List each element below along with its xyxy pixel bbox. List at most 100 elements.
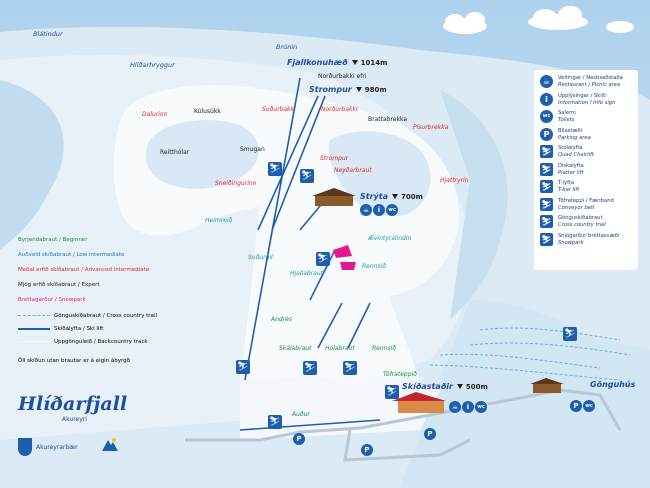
peak-strompur: Strompur 980m	[309, 86, 387, 94]
summit-triangle-icon	[456, 384, 463, 389]
restaurant-icon[interactable]: ☕	[360, 204, 372, 216]
legend-item-label-en: Cross country trail	[558, 222, 606, 228]
legend-item-label-en: Snowpark	[558, 239, 584, 246]
trail-brattabrekka: Brattabrekka	[368, 116, 407, 123]
info-icon: i	[540, 92, 553, 106]
trail-andres: Andrés	[271, 316, 292, 323]
gonguhus-label: Gönguhús	[590, 380, 636, 389]
peak-fjallkonuhaed: Fjallkonuhæð 1014m	[287, 59, 387, 67]
chairlift-icon[interactable]: ⛷	[268, 162, 282, 176]
legend-item-label: Gönguskíðabraut	[558, 215, 603, 221]
trail-sneidingurinn: Sneiðingurinn	[215, 180, 257, 187]
platter-lift-icon[interactable]: ⛷	[300, 169, 314, 183]
peak-name: Strompur	[309, 85, 352, 94]
legend-item-label-en: Toilets	[558, 117, 575, 123]
parking-icon[interactable]: P	[424, 428, 436, 440]
conveyor-icon: ⛷	[540, 197, 553, 211]
legend-text: Gönguskíðabraut / Cross country trail	[54, 313, 157, 319]
peak-name: Skíðastaðir	[402, 382, 453, 391]
trail-sudurbakki: Suðurbakki	[262, 106, 296, 113]
parking-icon[interactable]: P	[361, 444, 373, 456]
legend-item-label: Diskalyfta	[558, 162, 584, 169]
legend-item-label: Bílastæði	[558, 127, 583, 134]
snowpark-icon: ⛷	[540, 232, 553, 246]
wc-icon[interactable]: wc	[475, 401, 487, 413]
legend-beginner: Byrjendabraut / Beginner	[18, 237, 88, 243]
legend-advanced-intermediate: Meðal erfið skíðabraut / Advanced interm…	[18, 267, 150, 273]
tbar-lift-icon[interactable]: ⛷	[316, 252, 330, 266]
trail-aevintyralindin: Ævintýralindin	[368, 235, 412, 242]
lodge-building	[312, 188, 356, 206]
peak-elevation: 1014m	[360, 59, 388, 67]
trail-rennsid-lower: Rennsið	[372, 345, 396, 352]
tbar-lift-icon: ⛷	[540, 180, 553, 193]
chairlift-icon[interactable]: ⛷	[236, 360, 250, 374]
parking-icon[interactable]: P	[293, 433, 305, 445]
wc-icon[interactable]: wc	[386, 204, 398, 216]
trail-neydarbraut: Neyðarbraut	[334, 167, 372, 174]
trail-holabraut: Hólabraut	[325, 345, 355, 352]
trail-smugan: Smugan	[240, 146, 265, 153]
peak-elevation: 980m	[364, 86, 387, 94]
legend-item-label-en: Information / Info sign	[558, 99, 616, 106]
logo-subtitle: Akureyri	[62, 416, 87, 423]
solid-line-sample	[18, 328, 50, 330]
trail-skalabraut: Skálabraut	[279, 345, 312, 352]
trail-heimreid: Heimreið	[205, 217, 233, 224]
summit-triangle-icon	[391, 194, 398, 199]
org-name: Akureyrarbær	[36, 444, 78, 451]
area-hlidarhryggur: Hlíðarhryggur	[130, 61, 175, 69]
summit-triangle-icon	[355, 87, 362, 92]
restaurant-icon[interactable]: ☕	[449, 401, 461, 413]
area-brunin: Brúnin	[276, 43, 298, 51]
parking-icon[interactable]: P	[570, 400, 582, 412]
base-lodge	[392, 378, 564, 413]
legend-item-label: T-lyfta	[558, 180, 575, 186]
trail-hjallabraut: Hjallabraut	[290, 270, 323, 277]
dashed-line-sample	[18, 315, 50, 316]
info-icon[interactable]: i	[462, 401, 474, 413]
trail-hjattryrin: Hjattryrin	[440, 177, 469, 184]
wc-icon[interactable]: wc	[583, 400, 595, 412]
cross-country-icon: ⛷	[540, 215, 553, 228]
platter-lift-icon: ⛷	[540, 162, 553, 176]
tbar-lift-icon[interactable]: ⛷	[343, 361, 357, 375]
trail-reitholar: Reitthólar	[160, 149, 190, 156]
info-icon[interactable]: i	[373, 204, 385, 216]
light-line-sample	[18, 341, 50, 342]
legend-item-label: Snjógarður brettasvæði	[558, 232, 620, 239]
ski-lifts	[239, 77, 381, 431]
cross-country-icon[interactable]: ⛷	[563, 327, 577, 341]
trail-kulusukk: Kúlusúkk	[194, 108, 221, 115]
legend-item-label-en: Parking area	[558, 134, 591, 141]
area-blatindur: Blátindur	[33, 30, 63, 38]
peak-name: Fjallkonuhæð	[287, 58, 348, 67]
legend-item-label: Töfrateppi / Færiband	[558, 197, 614, 204]
vinir-hlidarfjalls-logo-icon	[102, 436, 118, 451]
akureyri-crest-icon	[18, 438, 32, 456]
legend-item-label-en: T-bar lift	[558, 187, 580, 193]
legend-snowpark: Brettagarður / Snowpark	[18, 297, 86, 303]
parking-icon: P	[540, 127, 553, 141]
trail-pisurbrekka: Písurbrekka	[413, 124, 449, 131]
peak-name: Strýta	[360, 192, 388, 201]
trail-audur: Auður	[292, 411, 310, 418]
chairlift-icon: ⛷	[540, 145, 553, 158]
trail-toframeppid: Töfrateppið	[383, 371, 417, 378]
conveyor-icon[interactable]: ⛷	[385, 385, 399, 399]
legend-text: Uppgönguleið / Backcountry track	[54, 339, 148, 345]
legend-low-intermediate: Auðveld skíðabraut / Low intermediate	[18, 252, 125, 258]
legend-item-label-en: Restaurant / Picnic area	[558, 82, 621, 88]
snowpark-features	[333, 245, 356, 270]
platter-lift-icon[interactable]: ⛷	[303, 361, 317, 375]
tbar-lift-icon[interactable]: ⛷	[268, 415, 282, 429]
